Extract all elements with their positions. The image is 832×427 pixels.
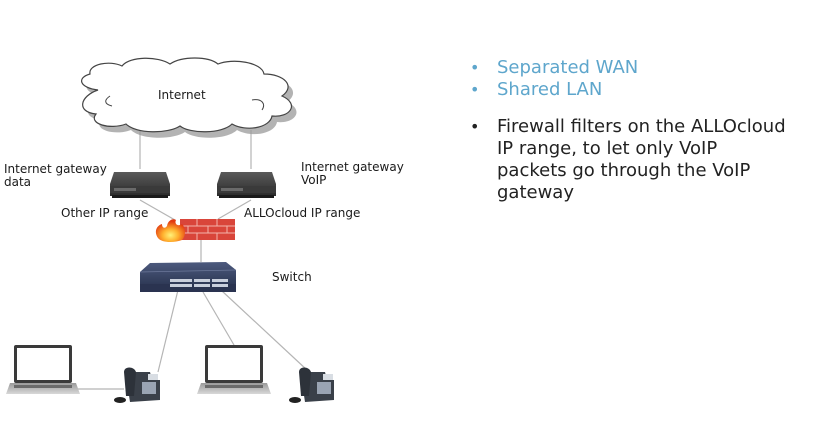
ip-phone-1 [114,367,160,403]
other-ip-range-label: Other IP range [61,206,149,220]
firewall-icon [155,219,235,243]
bullet-text: Separated WAN [497,57,639,78]
line-switch-phone2 [221,290,308,371]
gateway-data-label: Internet gateway data [4,163,107,189]
line-switch-laptop2 [202,291,235,346]
switch-device [139,262,237,292]
allocloud-ip-range-label: ALLOcloud IP range [244,206,361,220]
laptop-2 [197,345,271,394]
flame-icon [155,219,185,243]
gateway-voip-label: Internet gateway VoIP [301,161,404,187]
bullet-firewall-filters: • Firewall filters on the ALLOcloud IP r… [468,116,828,204]
connection-lines [78,130,308,390]
gateway-voip-label-line1: Internet gateway [301,160,404,174]
gateway-data-label-line2: data [4,175,32,189]
bullet-separated-wan: • Separated WAN [468,57,828,79]
bullet-dot: • [470,58,480,77]
gateway-voip-label-line2: VoIP [301,173,327,187]
bullet-text-line: gateway [497,182,574,203]
ip-phone-2 [289,367,334,403]
bullet-text-line: Firewall filters on the ALLOcloud [497,116,786,137]
internet-cloud [81,57,297,138]
bullet-dot: • [470,117,480,136]
line-gateway-data-firewall [139,199,176,221]
gateway-data-label-line1: Internet gateway [4,162,107,176]
bullet-shared-lan: • Shared LAN [468,79,828,101]
bullet-text-line: packets go through the VoIP [497,160,751,181]
line-gateway-voip-firewall [217,199,252,220]
switch-label: Switch [272,270,312,284]
laptop-1 [6,345,80,394]
bullet-dot: • [470,80,480,99]
line-switch-phone1 [157,289,179,373]
bullet-text: Shared LAN [497,79,603,100]
gateway-data-device [110,172,170,198]
cloud-label: Internet [158,88,206,102]
bullet-list: • Separated WAN • Shared LAN • Firewall … [468,57,828,204]
gateway-voip-device [217,172,276,198]
bullet-text-line: IP range, to let only VoIP [497,138,718,159]
